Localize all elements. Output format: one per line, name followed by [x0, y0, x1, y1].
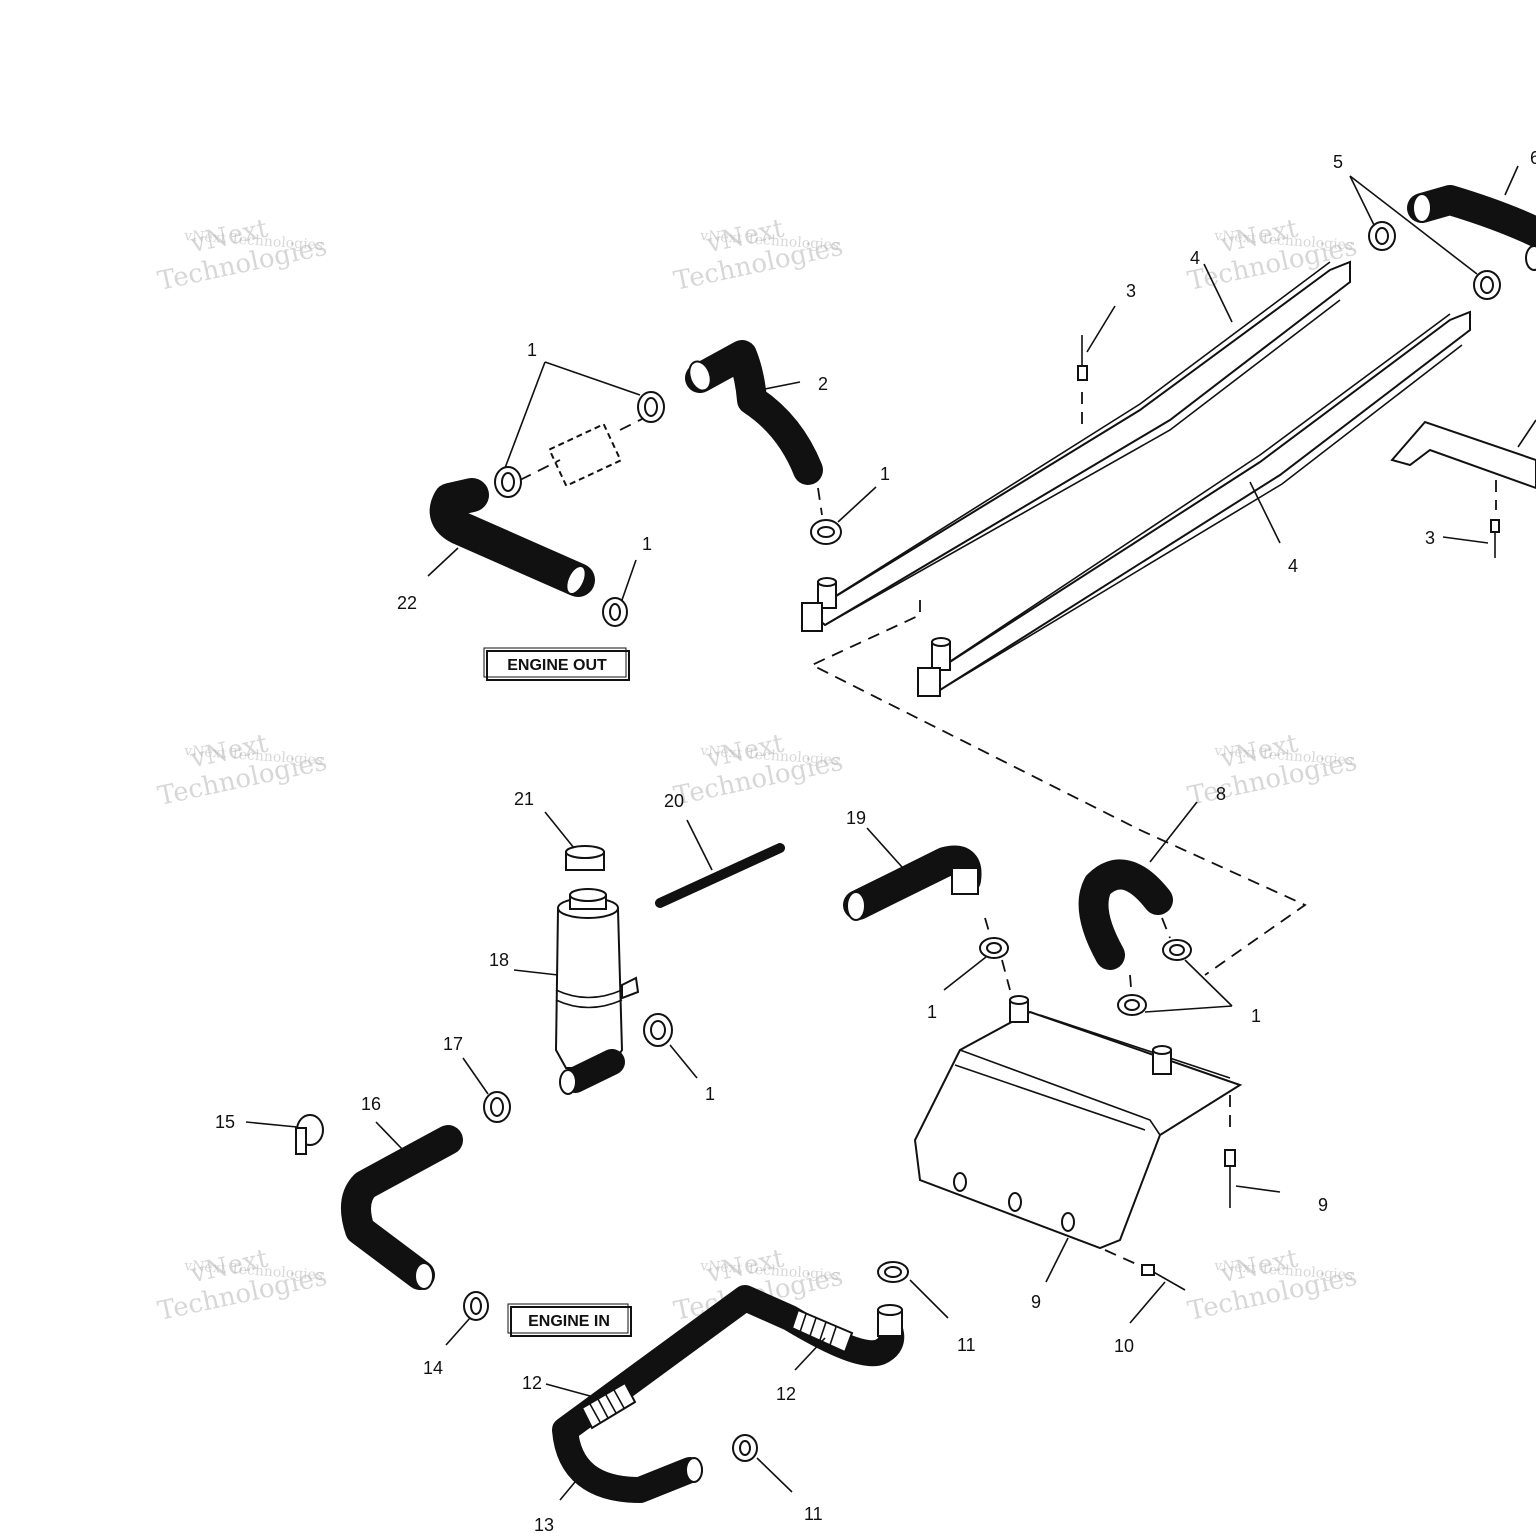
engine-in-text: ENGINE IN [528, 1313, 610, 1330]
callout-5: 5 [1333, 152, 1343, 172]
elbow-hose-6 [1407, 185, 1536, 271]
engine-in-label: ENGINE IN [507, 1303, 632, 1337]
callout-1: 1 [1251, 1006, 1261, 1026]
hose-clamp [483, 1091, 511, 1123]
assembly-line [1129, 917, 1171, 1001]
callout-12: 12 [776, 1384, 796, 1404]
fitting-part [519, 409, 661, 488]
bolt-part [1077, 335, 1088, 432]
engine-out-label: ENGINE OUT [483, 647, 630, 681]
callout-11: 11 [957, 1335, 976, 1355]
callout-4: 4 [1190, 248, 1200, 268]
callout-3: 3 [1425, 528, 1435, 548]
callout-13: 13 [534, 1515, 554, 1535]
hose-22 [429, 478, 595, 597]
callout-12: 12 [522, 1373, 542, 1393]
assembly-line [809, 600, 1307, 976]
bellows-part [580, 1381, 637, 1430]
callout-4: 4 [1288, 556, 1298, 576]
callout-22: 22 [397, 593, 417, 613]
tube-part [655, 843, 785, 908]
callout-21: 21 [514, 789, 534, 809]
callout-1: 1 [927, 1002, 937, 1022]
callout-numbers: 1 2 1 22 1 3 4 5 6 4 3 21 20 19 8 18 1 1… [215, 148, 1536, 1535]
callout-10: 10 [1114, 1336, 1134, 1356]
callout-17: 17 [443, 1034, 463, 1054]
bellows-part [790, 1308, 854, 1354]
screw-part [1104, 1249, 1186, 1291]
callout-2: 2 [818, 374, 828, 394]
hose-clamp [979, 937, 1009, 959]
heat-exchanger-lower [917, 310, 1471, 697]
leader-lines [245, 165, 1536, 1501]
hose-clamp [1473, 270, 1501, 300]
callout-3: 3 [1126, 281, 1136, 301]
assembly-line [817, 487, 823, 516]
hose-clamp [637, 391, 665, 423]
callout-9: 9 [1031, 1292, 1041, 1312]
callout-1: 1 [705, 1084, 715, 1104]
assembly-line [984, 917, 1011, 991]
callout-1: 1 [642, 534, 652, 554]
heat-exchanger-upper [801, 260, 1351, 632]
hose-clamp [643, 1013, 673, 1047]
bracket-part [1390, 420, 1536, 558]
callout-20: 20 [664, 791, 684, 811]
hose-clamp [1117, 994, 1147, 1016]
hose-clamp [810, 519, 842, 545]
hose-clamp [494, 466, 522, 498]
bolt-part [1224, 1095, 1236, 1208]
callout-1: 1 [527, 340, 537, 360]
callout-1: 1 [880, 464, 890, 484]
hose-clamp [732, 1434, 758, 1462]
hose-8 [1078, 859, 1173, 970]
hose-2 [685, 340, 823, 485]
callout-9: 9 [1318, 1195, 1328, 1215]
callout-18: 18 [489, 950, 509, 970]
callout-14: 14 [423, 1358, 443, 1378]
callout-16: 16 [361, 1094, 381, 1114]
hose-clamp [1162, 939, 1192, 961]
hose-clamp [602, 597, 628, 627]
hose-16 [341, 1125, 463, 1290]
clamp-15 [295, 1114, 324, 1155]
callout-11: 11 [804, 1504, 823, 1524]
hose-19 [843, 845, 982, 921]
callout-8: 8 [1216, 784, 1226, 804]
cap-part [565, 845, 605, 871]
callout-19: 19 [846, 808, 866, 828]
engine-out-text: ENGINE OUT [507, 657, 607, 674]
coolant-reservoir [554, 888, 640, 1095]
heat-exchanger-9 [913, 995, 1243, 1250]
hose-clamp [1368, 221, 1396, 251]
hose-clamp [877, 1261, 909, 1283]
hose-clamp [463, 1291, 489, 1321]
callout-6: 6 [1530, 148, 1536, 168]
callout-15: 15 [215, 1112, 235, 1132]
